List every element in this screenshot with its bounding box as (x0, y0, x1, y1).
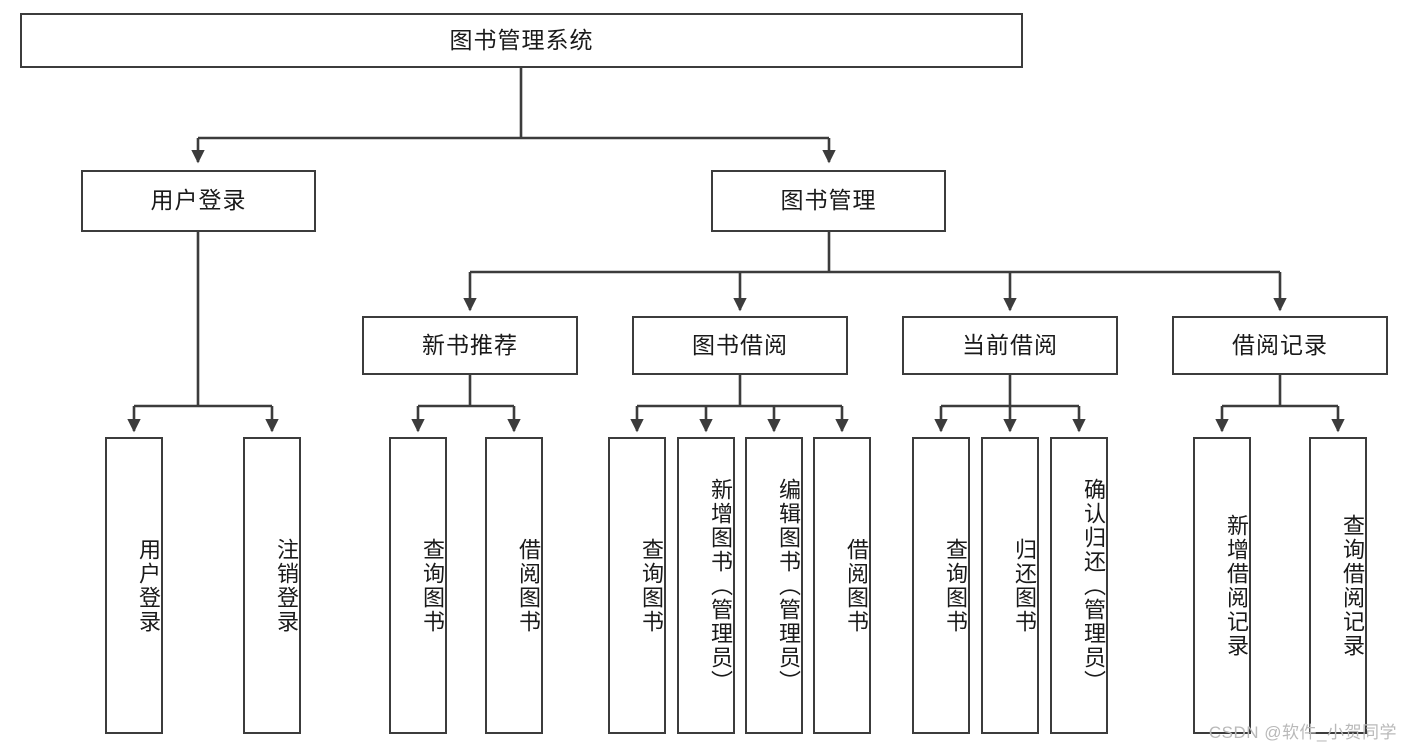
node-label: 注销登录 (274, 537, 299, 634)
node-label: 确认归还（管理员） (1081, 477, 1106, 694)
leaf-user-login-login[interactable]: 用户登录 (105, 437, 163, 734)
node-label: 当前借阅 (962, 331, 1058, 358)
node-label: 新增图书（管理员） (708, 477, 733, 694)
leaf-borrow-borrow-book[interactable]: 借阅图书 (813, 437, 871, 734)
node-label: 新书推荐 (422, 331, 518, 358)
node-label: 借阅图书 (516, 537, 541, 634)
leaf-record-add-record[interactable]: 新增借阅记录 (1193, 437, 1251, 734)
node-label: 查询图书 (639, 537, 664, 634)
node-label: 图书借阅 (692, 331, 788, 358)
node-root-system[interactable]: 图书管理系统 (20, 13, 1023, 68)
node-user-login[interactable]: 用户登录 (81, 170, 316, 232)
leaf-borrow-edit-book-admin[interactable]: 编辑图书（管理员） (745, 437, 803, 734)
node-label: 新增借阅记录 (1224, 513, 1249, 658)
leaf-recommend-borrow-book[interactable]: 借阅图书 (485, 437, 543, 734)
node-book-management[interactable]: 图书管理 (711, 170, 946, 232)
node-label: 图书管理 (780, 187, 877, 214)
leaf-current-confirm-return-admin[interactable]: 确认归还（管理员） (1050, 437, 1108, 734)
node-current-borrow[interactable]: 当前借阅 (902, 316, 1118, 375)
leaf-recommend-query-book[interactable]: 查询图书 (389, 437, 447, 734)
node-label: 用户登录 (136, 537, 161, 634)
leaf-user-login-logout[interactable]: 注销登录 (243, 437, 301, 734)
node-label: 借阅图书 (844, 537, 869, 634)
leaf-borrow-query-book[interactable]: 查询图书 (608, 437, 666, 734)
leaf-record-query-record[interactable]: 查询借阅记录 (1309, 437, 1367, 734)
node-label: 查询借阅记录 (1340, 513, 1365, 658)
node-borrow-record[interactable]: 借阅记录 (1172, 316, 1388, 375)
node-label: 图书管理系统 (449, 26, 594, 53)
node-label: 编辑图书（管理员） (776, 477, 801, 694)
csdn-watermark: CSDN @软件_小贺同学 (1208, 723, 1397, 742)
leaf-current-return-book[interactable]: 归还图书 (981, 437, 1039, 734)
node-book-borrow[interactable]: 图书借阅 (632, 316, 848, 375)
node-label: 用户登录 (150, 187, 247, 214)
leaf-current-query-book[interactable]: 查询图书 (912, 437, 970, 734)
leaf-borrow-add-book-admin[interactable]: 新增图书（管理员） (677, 437, 735, 734)
node-new-book-recommend[interactable]: 新书推荐 (362, 316, 578, 375)
node-label: 借阅记录 (1232, 331, 1328, 358)
node-label: 查询图书 (420, 537, 445, 634)
node-label: 查询图书 (943, 537, 968, 634)
node-label: 归还图书 (1012, 537, 1037, 634)
